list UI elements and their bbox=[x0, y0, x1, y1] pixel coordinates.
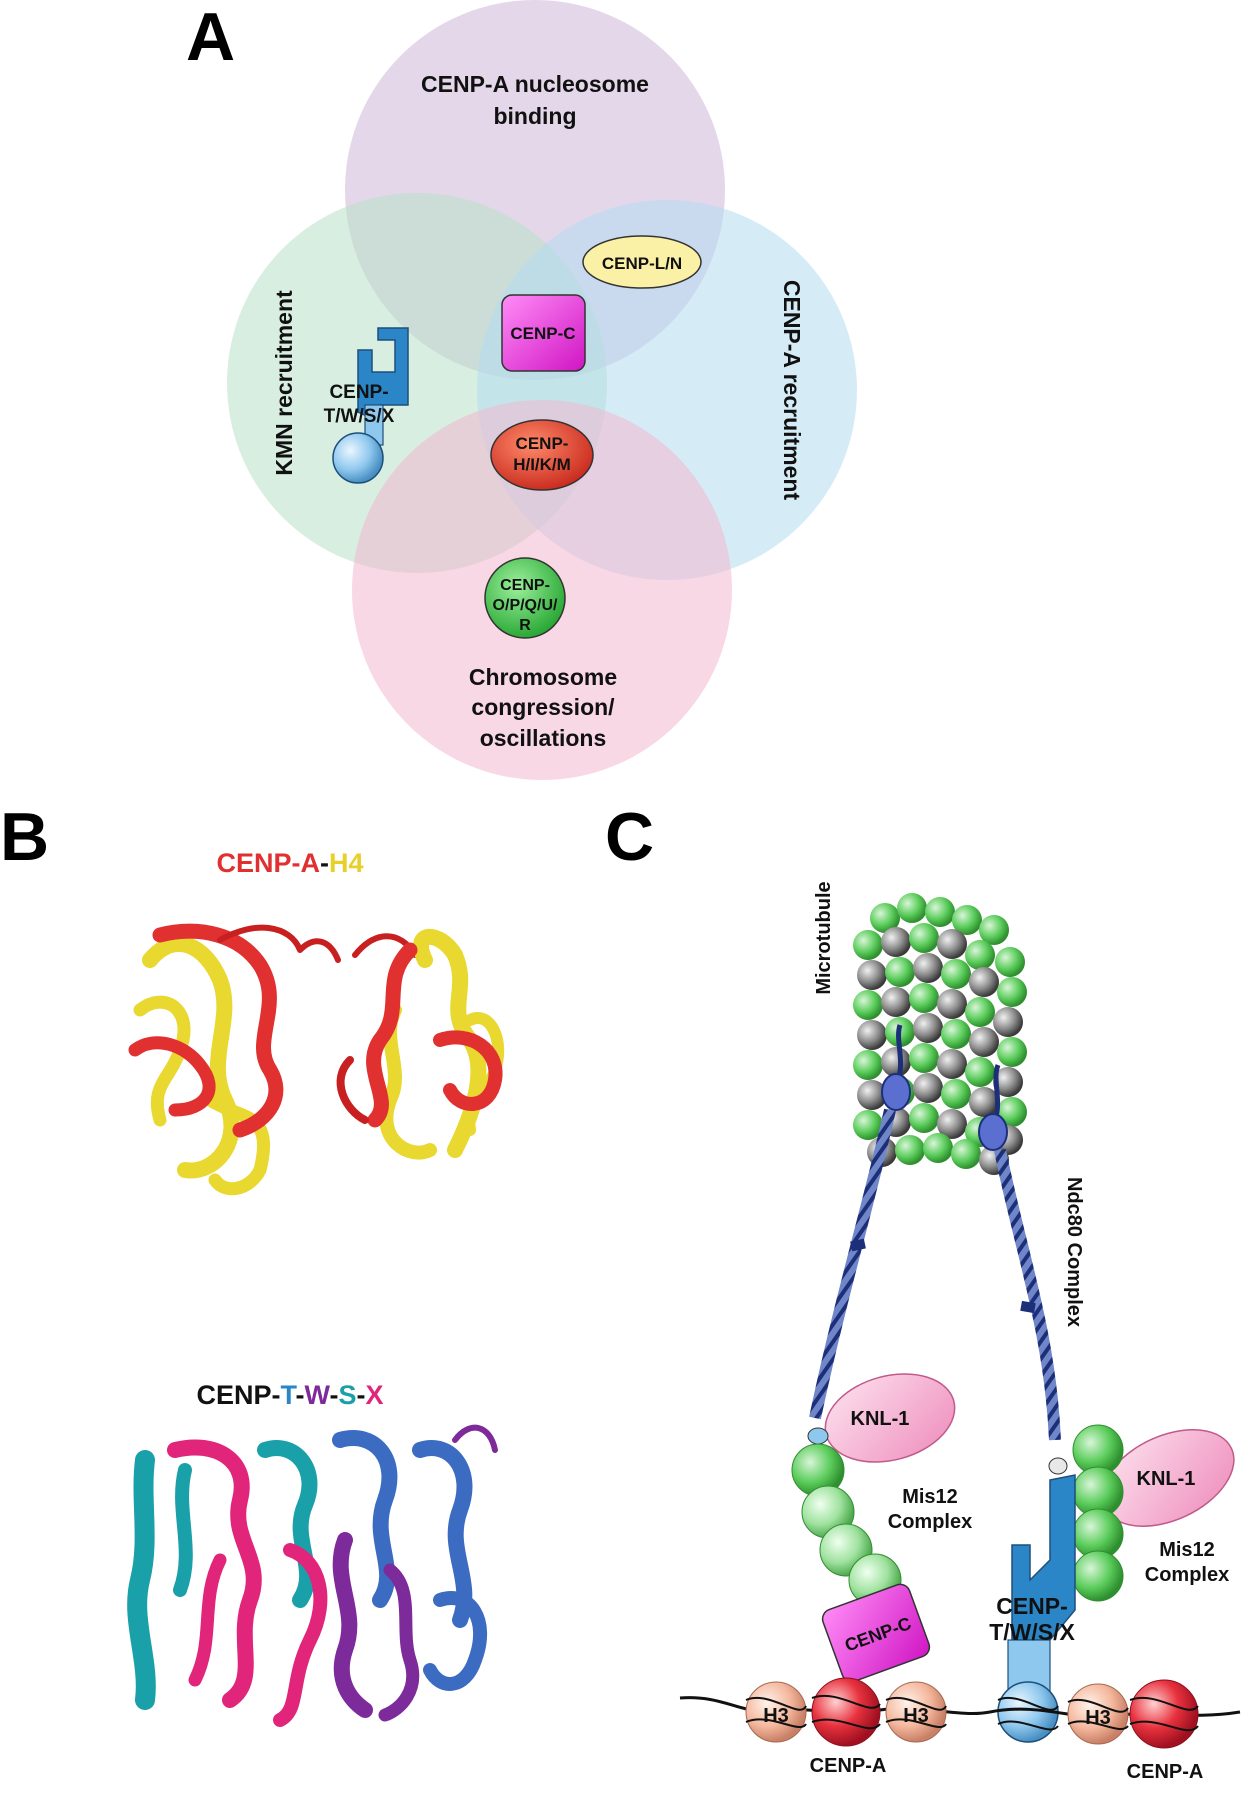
panel-letter-b: B bbox=[0, 799, 49, 875]
label-top-line1: CENP-A nucleosome bbox=[421, 71, 649, 97]
mis12-left-line1: Mis12 bbox=[902, 1486, 958, 1508]
cenp-hikm-ellipse bbox=[490, 419, 594, 491]
cenp-a-label-left: CENP-A bbox=[810, 1755, 887, 1777]
title-dash-2: - bbox=[329, 1380, 338, 1410]
label-bottom-line2: congression/ bbox=[471, 694, 615, 720]
mis12-right-line1: Mis12 bbox=[1159, 1539, 1215, 1561]
title-dash-1: - bbox=[296, 1380, 305, 1410]
cenp-hikm-line1: CENP- bbox=[516, 434, 569, 453]
h3-label-left: H3 bbox=[763, 1705, 789, 1727]
cenp-twsx-line2: T/W/S/X bbox=[324, 406, 395, 427]
title-s: S bbox=[338, 1380, 356, 1410]
cenp-ln-ellipse bbox=[582, 235, 702, 289]
ndc80-heads bbox=[881, 1024, 1008, 1151]
panel-c: C Microtubule Ndc80 Com bbox=[605, 799, 1241, 1783]
ndc80-label: Ndc80 Complex bbox=[1063, 1177, 1085, 1327]
cenp-twsx-title: CENP-T-W-S-X bbox=[196, 1380, 383, 1410]
cenp-a-label-right: CENP-A bbox=[1127, 1761, 1204, 1783]
panel-letter-c: C bbox=[605, 799, 654, 875]
label-bottom-line1: Chromosome bbox=[469, 664, 617, 690]
title-dash: - bbox=[320, 848, 329, 878]
ndc80-coiled-coils bbox=[809, 1108, 1061, 1441]
panel-a: A CENP-A nucleosome binding KMN recruitm… bbox=[186, 0, 857, 780]
nucleosomes bbox=[745, 1677, 1199, 1749]
microtubule-label: Microtubule bbox=[813, 881, 835, 994]
cenp-twsx-line1: CENP- bbox=[329, 382, 388, 403]
label-top-line2: binding bbox=[493, 103, 576, 129]
h3-label-right: H3 bbox=[903, 1705, 929, 1727]
cenp-twsx-shape-c bbox=[997, 1457, 1076, 1743]
cenp-twsx-c-line2: T/W/S/X bbox=[989, 1619, 1075, 1645]
cenp-a-h4-structure bbox=[128, 923, 505, 1196]
cenp-opqur-line1: CENP- bbox=[500, 577, 550, 594]
title-cenp-a: CENP-A bbox=[216, 848, 320, 878]
title-t: T bbox=[281, 1380, 298, 1410]
microtubule bbox=[853, 893, 1027, 1175]
mis12-left bbox=[791, 1427, 902, 1607]
label-kmn-recruitment: KMN recruitment bbox=[271, 290, 297, 476]
h3-label-far-right: H3 bbox=[1085, 1707, 1111, 1729]
cenp-twsx-c-line1: CENP- bbox=[996, 1593, 1068, 1619]
knl1-right-label: KNL-1 bbox=[1137, 1468, 1196, 1490]
panel-letter-a: A bbox=[186, 0, 235, 75]
cenp-ln-label: CENP-L/N bbox=[602, 254, 682, 273]
mis12-left-line2: Complex bbox=[888, 1511, 972, 1533]
cenp-twsx-shape bbox=[332, 327, 409, 484]
cenp-a-h4-title: CENP-A-H4 bbox=[216, 848, 363, 878]
cenp-opqur-line2: O/P/Q/U/ bbox=[493, 597, 558, 614]
cenp-opqur-line3: R bbox=[519, 617, 531, 634]
title-w: W bbox=[305, 1380, 331, 1410]
mis12-right-line2: Complex bbox=[1145, 1564, 1229, 1586]
mis12-right bbox=[1072, 1424, 1124, 1602]
title-cenp-prefix: CENP- bbox=[196, 1380, 280, 1410]
title-x: X bbox=[365, 1380, 383, 1410]
cenp-c-label: CENP-C bbox=[510, 324, 575, 343]
knl1-left-label: KNL-1 bbox=[851, 1408, 910, 1430]
label-cenp-a-recruitment: CENP-A recruitment bbox=[779, 280, 805, 501]
cenp-hikm-line2: H/I/K/M bbox=[513, 455, 571, 474]
cenp-twsx-structure bbox=[127, 1424, 498, 1727]
cenp-c-box bbox=[501, 294, 586, 372]
title-h4: H4 bbox=[329, 848, 364, 878]
label-bottom-line3: oscillations bbox=[480, 725, 607, 751]
title-dash-3: - bbox=[356, 1380, 365, 1410]
cenp-c-box-c bbox=[821, 1583, 931, 1683]
cenp-opqur-circle bbox=[484, 557, 566, 639]
panel-b: B CENP-A-H4 CENP-T-W-S-X bbox=[0, 799, 505, 1727]
